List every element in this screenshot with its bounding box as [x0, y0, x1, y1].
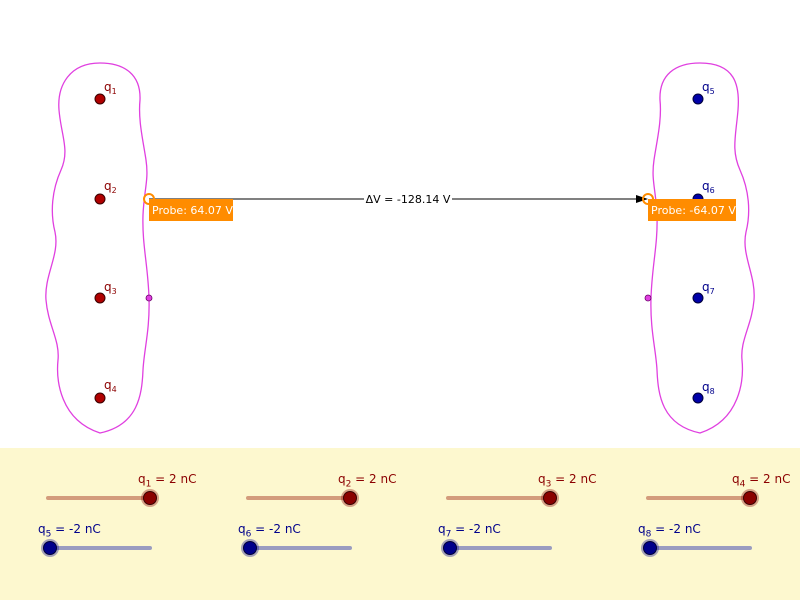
slider-q3-label: q3 = 2 nC	[538, 472, 597, 490]
slider-q5[interactable]: q5 = -2 nC	[38, 520, 200, 557]
svg-text:q2: q2	[104, 179, 117, 195]
slider-track[interactable]	[246, 496, 352, 500]
delta-v-label: ΔV = -128.14 V	[366, 193, 451, 206]
slider-track[interactable]	[446, 546, 552, 550]
delta-v-label-bg	[364, 191, 452, 207]
charge-q7[interactable]: q7	[692, 280, 715, 304]
slider-panel: q1 = 2 nC q2 = 2 nC q3 = 2 nC q4 = 2 nC …	[0, 448, 800, 600]
slider-knob[interactable]	[443, 541, 457, 555]
slider-q4[interactable]: q4 = 2 nC	[646, 470, 800, 507]
probe-right-label-bg	[648, 199, 736, 221]
curve-point-right[interactable]	[644, 294, 652, 302]
slider-track[interactable]	[446, 496, 552, 500]
charge-q5[interactable]: q5	[692, 80, 715, 105]
slider-knob[interactable]	[643, 541, 657, 555]
field-canvas: q1 q2 q3 q4 q5 q6 q7 q8 ΔV = -128.14 V P…	[45, 62, 755, 434]
slider-knob[interactable]	[143, 491, 157, 505]
svg-text:q6: q6	[702, 179, 715, 195]
svg-text:q5: q5	[702, 80, 715, 96]
slider-q2-label: q2 = 2 nC	[338, 472, 397, 490]
slider-track[interactable]	[246, 546, 352, 550]
charge-q4[interactable]: q4	[94, 378, 117, 404]
slider-q7[interactable]: q7 = -2 nC	[438, 520, 600, 557]
slider-q8[interactable]: q8 = -2 nC	[638, 520, 800, 557]
charge-q1[interactable]: q1	[94, 80, 117, 105]
probe-left-label-bg	[149, 199, 233, 221]
slider-q8-label: q8 = -2 nC	[638, 522, 701, 540]
charge-q2[interactable]: q2	[94, 179, 117, 205]
slider-q3[interactable]: q3 = 2 nC	[446, 470, 606, 507]
slider-knob[interactable]	[343, 491, 357, 505]
charge-q3[interactable]: q3	[94, 280, 117, 304]
slider-q1-label: q1 = 2 nC	[138, 472, 197, 490]
svg-text:q3: q3	[104, 280, 117, 296]
slider-q1[interactable]: q1 = 2 nC	[46, 470, 206, 507]
slider-track[interactable]	[46, 546, 152, 550]
probe-right-label: Probe: -64.07 V	[651, 204, 736, 217]
slider-track[interactable]	[46, 496, 152, 500]
slider-q6-label: q6 = -2 nC	[238, 522, 301, 540]
slider-knob[interactable]	[743, 491, 757, 505]
slider-q4-label: q4 = 2 nC	[732, 472, 791, 490]
slider-track[interactable]	[646, 546, 752, 550]
slider-q7-label: q7 = -2 nC	[438, 522, 501, 540]
equipotential-right	[650, 62, 755, 434]
curve-point-left[interactable]	[145, 294, 153, 302]
slider-knob[interactable]	[43, 541, 57, 555]
svg-text:q4: q4	[104, 378, 117, 394]
slider-q6[interactable]: q6 = -2 nC	[238, 520, 400, 557]
slider-track[interactable]	[646, 496, 752, 500]
slider-q2[interactable]: q2 = 2 nC	[246, 470, 406, 507]
charge-q8[interactable]: q8	[692, 380, 715, 404]
svg-text:q7: q7	[702, 280, 715, 296]
svg-text:q8: q8	[702, 380, 715, 396]
slider-knob[interactable]	[543, 491, 557, 505]
probe-left-label: Probe: 64.07 V	[152, 204, 233, 217]
equipotential-left	[45, 62, 150, 434]
slider-q5-label: q5 = -2 nC	[38, 522, 101, 540]
slider-knob[interactable]	[243, 541, 257, 555]
svg-text:q1: q1	[104, 80, 117, 96]
